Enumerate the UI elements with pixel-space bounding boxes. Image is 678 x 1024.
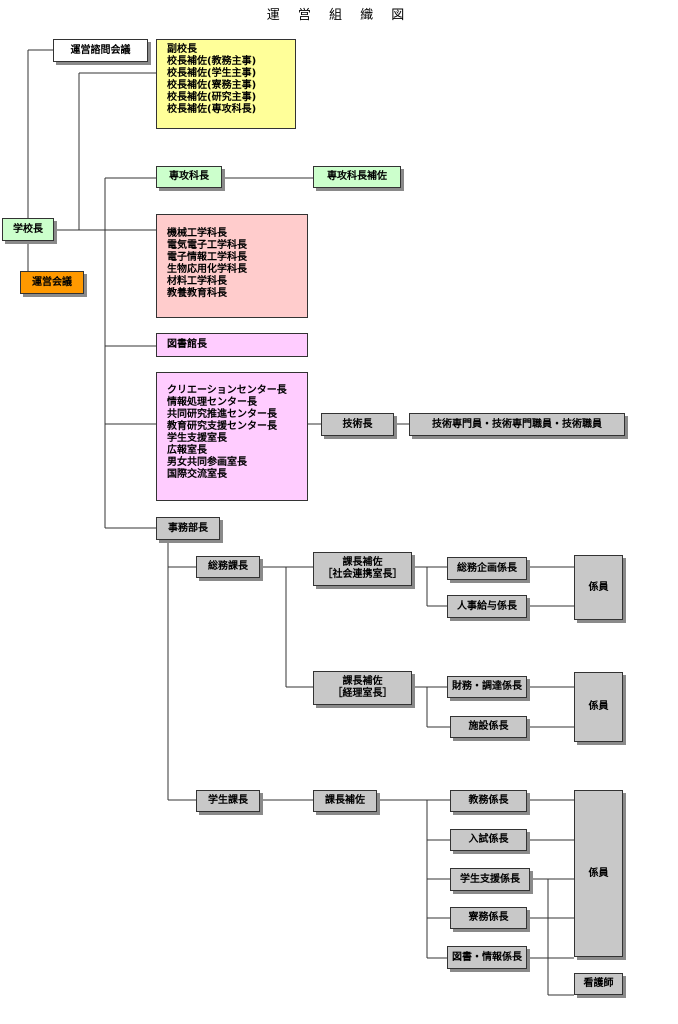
tech-head-label: 技術長 (342, 418, 373, 430)
ga-assistant-1-box: 課長補佐 ［社会連携室長］ (313, 552, 412, 586)
ga-assistant-1-subtitle: ［社会連携室長］ (322, 569, 403, 580)
tech-head-box: 技術長 (321, 413, 394, 436)
nurse-label: 看護師 (583, 978, 614, 989)
center-head-item: 広報室長 (167, 445, 207, 456)
page-title: 運 営 組 織 図 (266, 8, 412, 23)
center-head-item: 情報処理センター長 (167, 397, 257, 408)
sa-library-label: 図書・情報係長 (452, 951, 522, 963)
center-head-item: 共同研究推進センター長 (167, 409, 277, 420)
ga-staff-1-box: 係員 (574, 555, 623, 620)
sa-dorm-box: 寮務係長 (450, 907, 527, 929)
vice-principal-item: 校長補佐(専攻科長) (167, 104, 257, 115)
ga-staff-2-box: 係員 (574, 672, 623, 742)
advanced-course-head-box: 専攻科長 (156, 166, 222, 188)
general-affairs-chief-label: 総務課長 (208, 561, 248, 572)
student-affairs-chief-label: 学生課長 (208, 795, 248, 806)
center-head-item: 国際交流室長 (167, 469, 227, 480)
sa-assistant-box: 課長補佐 (313, 790, 377, 812)
vice-principal-item: 校長補佐(寮務主事) (167, 80, 257, 91)
tech-staff-label: 技術専門員・技術専門職員・技術職員 (432, 418, 602, 430)
vice-principal-item: 校長補佐(学生主事) (167, 68, 257, 79)
department-head-item: 生物応用化学科長 (167, 264, 247, 275)
ga-personnel-box: 人事給与係長 (447, 595, 527, 618)
ga-assistant-1-title: 課長補佐 (342, 557, 383, 568)
sa-staff-label: 係員 (588, 867, 609, 879)
sa-assistant-label: 課長補佐 (325, 795, 365, 806)
tech-staff-box: 技術専門員・技術専門職員・技術職員 (409, 413, 625, 436)
ga-personnel-label: 人事給与係長 (457, 600, 517, 612)
ga-facilities-box: 施設係長 (450, 716, 527, 738)
sa-academic-box: 教務係長 (450, 790, 527, 812)
department-heads-box: 機械工学科長 電気電子工学科長 電子情報工学科長 生物応用化学科長 材料工学科長… (156, 214, 308, 318)
vice-principal-item: 校長補佐(教務主事) (167, 56, 257, 67)
center-head-item: 男女共同参画室長 (167, 457, 247, 468)
advanced-course-head-label: 専攻科長 (169, 171, 209, 182)
office-director-label: 事務部長 (168, 522, 208, 534)
ga-planning-label: 総務企画係長 (457, 562, 517, 574)
center-head-item: 学生支援室長 (167, 433, 227, 444)
center-head-item: 教育研究支援センター長 (167, 421, 277, 432)
general-affairs-chief-box: 総務課長 (196, 556, 260, 578)
advanced-course-assistant-label: 専攻科長補佐 (327, 171, 387, 182)
department-head-item: 電気電子工学科長 (167, 240, 247, 251)
ga-assistant-2-title: 課長補佐 (342, 676, 383, 687)
sa-support-label: 学生支援係長 (460, 873, 520, 885)
sa-staff-box: 係員 (574, 790, 623, 957)
ga-staff-1-label: 係員 (588, 581, 609, 593)
sa-admission-box: 入試係長 (450, 829, 527, 851)
sa-admission-label: 入試係長 (468, 834, 509, 845)
ga-finance-box: 財務・調達係長 (447, 676, 527, 698)
department-head-item: 教養教育科長 (167, 288, 227, 299)
department-head-item: 電子情報工学科長 (167, 252, 247, 263)
vice-principal-item: 副校長 (167, 44, 197, 55)
advisory-council-box: 運営諮問会議 (53, 39, 148, 62)
centers-box: クリエーションセンター長 情報処理センター長 共同研究推進センター長 教育研究支… (156, 372, 308, 501)
ga-assistant-2-box: 課長補佐 ［経理室長］ (313, 671, 412, 705)
vice-principal-group-box: 副校長 校長補佐(教務主事) 校長補佐(学生主事) 校長補佐(寮務主事) 校長補… (156, 39, 296, 129)
library-director-box: 図書館長 (156, 333, 308, 357)
ga-planning-box: 総務企画係長 (447, 557, 527, 580)
office-director-box: 事務部長 (156, 517, 220, 540)
nurse-box: 看護師 (574, 973, 623, 995)
sa-dorm-label: 寮務係長 (468, 912, 509, 923)
sa-academic-label: 教務係長 (468, 795, 509, 806)
ga-facilities-label: 施設係長 (468, 721, 509, 732)
advanced-course-assistant-box: 専攻科長補佐 (313, 166, 401, 188)
library-director-label: 図書館長 (167, 339, 207, 350)
vice-principal-item: 校長補佐(研究主事) (167, 92, 257, 103)
management-council-box: 運営会議 (20, 271, 84, 294)
advisory-council-label: 運営諮問会議 (70, 44, 131, 56)
department-head-item: 機械工学科長 (167, 228, 227, 239)
department-head-item: 材料工学科長 (167, 276, 227, 287)
sa-support-box: 学生支援係長 (450, 868, 530, 891)
center-head-item: クリエーションセンター長 (167, 385, 287, 396)
principal-label: 学校長 (13, 223, 43, 235)
management-council-label: 運営会議 (32, 276, 72, 288)
sa-library-box: 図書・情報係長 (447, 946, 527, 969)
ga-assistant-2-subtitle: ［経理室長］ (332, 688, 393, 699)
principal-box: 学校長 (2, 218, 54, 241)
ga-finance-label: 財務・調達係長 (452, 681, 522, 692)
ga-staff-2-label: 係員 (588, 701, 609, 712)
student-affairs-chief-box: 学生課長 (196, 790, 260, 812)
